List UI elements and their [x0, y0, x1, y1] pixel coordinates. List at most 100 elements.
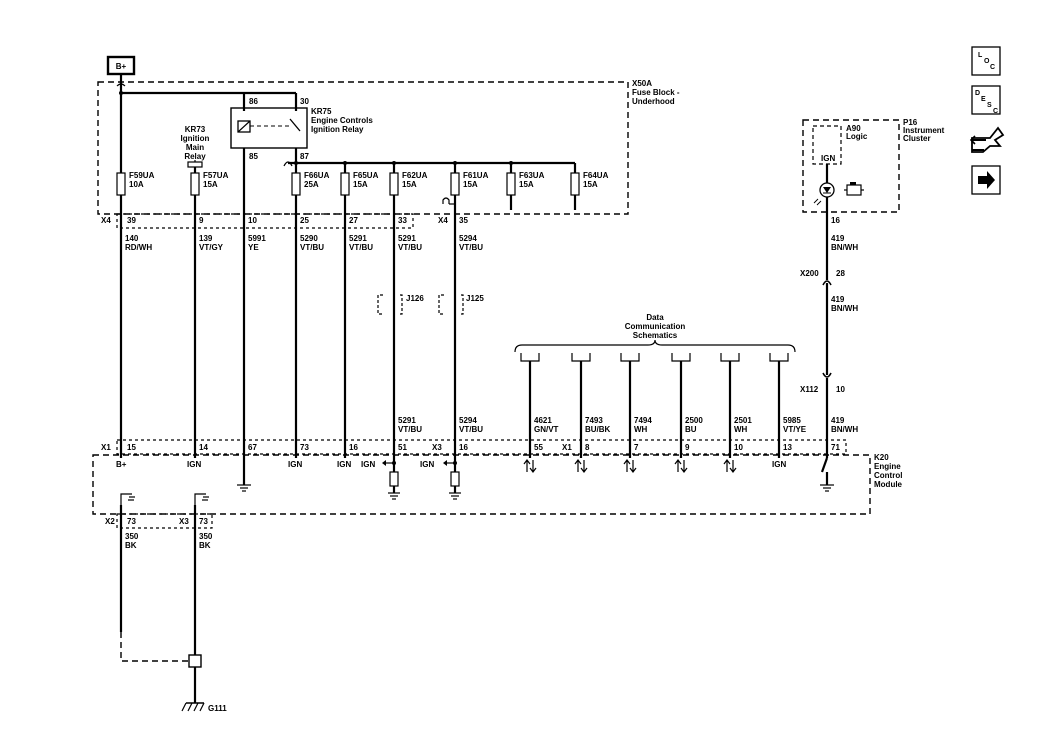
svg-text:G111: G111 — [208, 704, 227, 713]
data-arrows — [523, 459, 737, 473]
svg-text:GN/VT: GN/VT — [534, 425, 559, 434]
x4-label: X4 — [101, 216, 111, 225]
svg-text:7494: 7494 — [634, 416, 652, 425]
svg-text:67: 67 — [248, 443, 257, 452]
svg-text:73: 73 — [199, 517, 208, 526]
svg-text:15A: 15A — [402, 180, 417, 189]
svg-text:51: 51 — [398, 443, 407, 452]
data-stubs — [520, 353, 789, 362]
svg-text:2500: 2500 — [685, 416, 703, 425]
svg-text:BK: BK — [125, 541, 137, 550]
svg-text:E: E — [981, 96, 986, 103]
svg-text:7493: 7493 — [585, 416, 603, 425]
svg-text:F59UA: F59UA — [129, 171, 155, 180]
loc-button[interactable]: L O C — [971, 46, 1001, 76]
svg-text:Fuse Block -: Fuse Block - — [632, 88, 680, 97]
ground-splice — [188, 654, 202, 668]
svg-text:BK: BK — [199, 541, 211, 550]
fuse-block-outline — [97, 81, 629, 215]
desc-button[interactable]: D E S C — [971, 85, 1001, 115]
svg-text:Instrument: Instrument — [903, 126, 945, 135]
svg-text:RD/WH: RD/WH — [125, 243, 152, 252]
svg-text:15A: 15A — [519, 180, 534, 189]
data-communication-ref: Data Communication Schematics — [514, 313, 796, 353]
svg-text:X1: X1 — [562, 443, 572, 452]
svg-text:F62UA: F62UA — [402, 171, 428, 180]
svg-text:5991: 5991 — [248, 234, 266, 243]
svg-text:F66UA: F66UA — [304, 171, 330, 180]
fuse-f61ua — [450, 172, 460, 196]
kr75-desc-1: Engine Controls — [311, 116, 373, 125]
fuse-f59ua — [116, 172, 126, 196]
svg-text:VT/BU: VT/BU — [459, 243, 483, 252]
next-arrow-button[interactable] — [971, 165, 1001, 195]
svg-text:39: 39 — [127, 216, 136, 225]
battery-positive-label: B+ — [116, 62, 127, 71]
fuse-row — [116, 172, 580, 196]
svg-text:IGN: IGN — [420, 460, 434, 469]
connector-view-icon[interactable] — [969, 126, 1005, 153]
svg-text:8: 8 — [585, 443, 590, 452]
svg-text:F61UA: F61UA — [463, 171, 489, 180]
svg-text:VT/BU: VT/BU — [398, 243, 422, 252]
svg-text:25A: 25A — [304, 180, 319, 189]
fuse-f66ua — [291, 172, 301, 196]
svg-text:Underhood: Underhood — [632, 97, 675, 106]
svg-text:F63UA: F63UA — [519, 171, 545, 180]
svg-text:VT/GY: VT/GY — [199, 243, 224, 252]
svg-text:Relay: Relay — [184, 152, 206, 161]
svg-text:Control: Control — [874, 471, 902, 480]
svg-text:15A: 15A — [583, 180, 598, 189]
svg-text:F57UA: F57UA — [203, 171, 229, 180]
svg-text:2501: 2501 — [734, 416, 752, 425]
svg-text:Logic: Logic — [846, 132, 868, 141]
svg-text:IGN: IGN — [288, 460, 302, 469]
svg-text:10: 10 — [248, 216, 257, 225]
svg-text:16: 16 — [349, 443, 358, 452]
svg-text:Data: Data — [646, 313, 664, 322]
svg-text:27: 27 — [349, 216, 358, 225]
svg-text:VT/YE: VT/YE — [783, 425, 807, 434]
fuse-f64ua — [570, 172, 580, 196]
ecm-ground-icons — [237, 457, 834, 492]
cluster-pin: 16 — [831, 216, 840, 225]
svg-text:VT/BU: VT/BU — [459, 425, 483, 434]
svg-text:P16: P16 — [903, 118, 918, 127]
svg-text:16: 16 — [459, 443, 468, 452]
x4-connector: X4 X4 39 9 10 25 27 33 35 — [101, 213, 468, 229]
kr75-pin-87: 87 — [300, 152, 309, 161]
ground-connectors: X2 73 X3 73 350 BK 350 BK — [105, 493, 213, 550]
svg-text:IGN: IGN — [772, 460, 786, 469]
svg-text:73: 73 — [300, 443, 309, 452]
fuse-f62ua — [389, 172, 399, 196]
svg-text:BN/WH: BN/WH — [831, 425, 858, 434]
ecm-internal-labels: B+ IGN IGN IGN IGN IGN IGN — [116, 460, 786, 469]
svg-text:139: 139 — [199, 234, 213, 243]
kr75-name: KR75 — [311, 107, 332, 116]
svg-text:Main: Main — [186, 143, 204, 152]
svg-text:71: 71 — [831, 443, 840, 452]
svg-text:Module: Module — [874, 480, 903, 489]
cluster-ign-label: IGN — [821, 154, 835, 163]
svg-text:25: 25 — [300, 216, 309, 225]
svg-text:KR73: KR73 — [185, 125, 206, 134]
svg-text:15: 15 — [127, 443, 136, 452]
svg-text:5985: 5985 — [783, 416, 801, 425]
engine-icon — [844, 182, 864, 196]
svg-text:K20: K20 — [874, 453, 889, 462]
kr75-desc-2: Ignition Relay — [311, 125, 364, 134]
svg-text:BU/BK: BU/BK — [585, 425, 611, 434]
svg-text:28: 28 — [836, 269, 845, 278]
svg-text:X3: X3 — [432, 443, 442, 452]
svg-text:350: 350 — [125, 532, 139, 541]
svg-text:419: 419 — [831, 416, 845, 425]
svg-text:10: 10 — [836, 385, 845, 394]
svg-text:5291: 5291 — [398, 416, 416, 425]
svg-text:Ignition: Ignition — [181, 134, 210, 143]
svg-text:BN/WH: BN/WH — [831, 243, 858, 252]
x4-label-2: X4 — [438, 216, 448, 225]
svg-text:350: 350 — [199, 532, 213, 541]
